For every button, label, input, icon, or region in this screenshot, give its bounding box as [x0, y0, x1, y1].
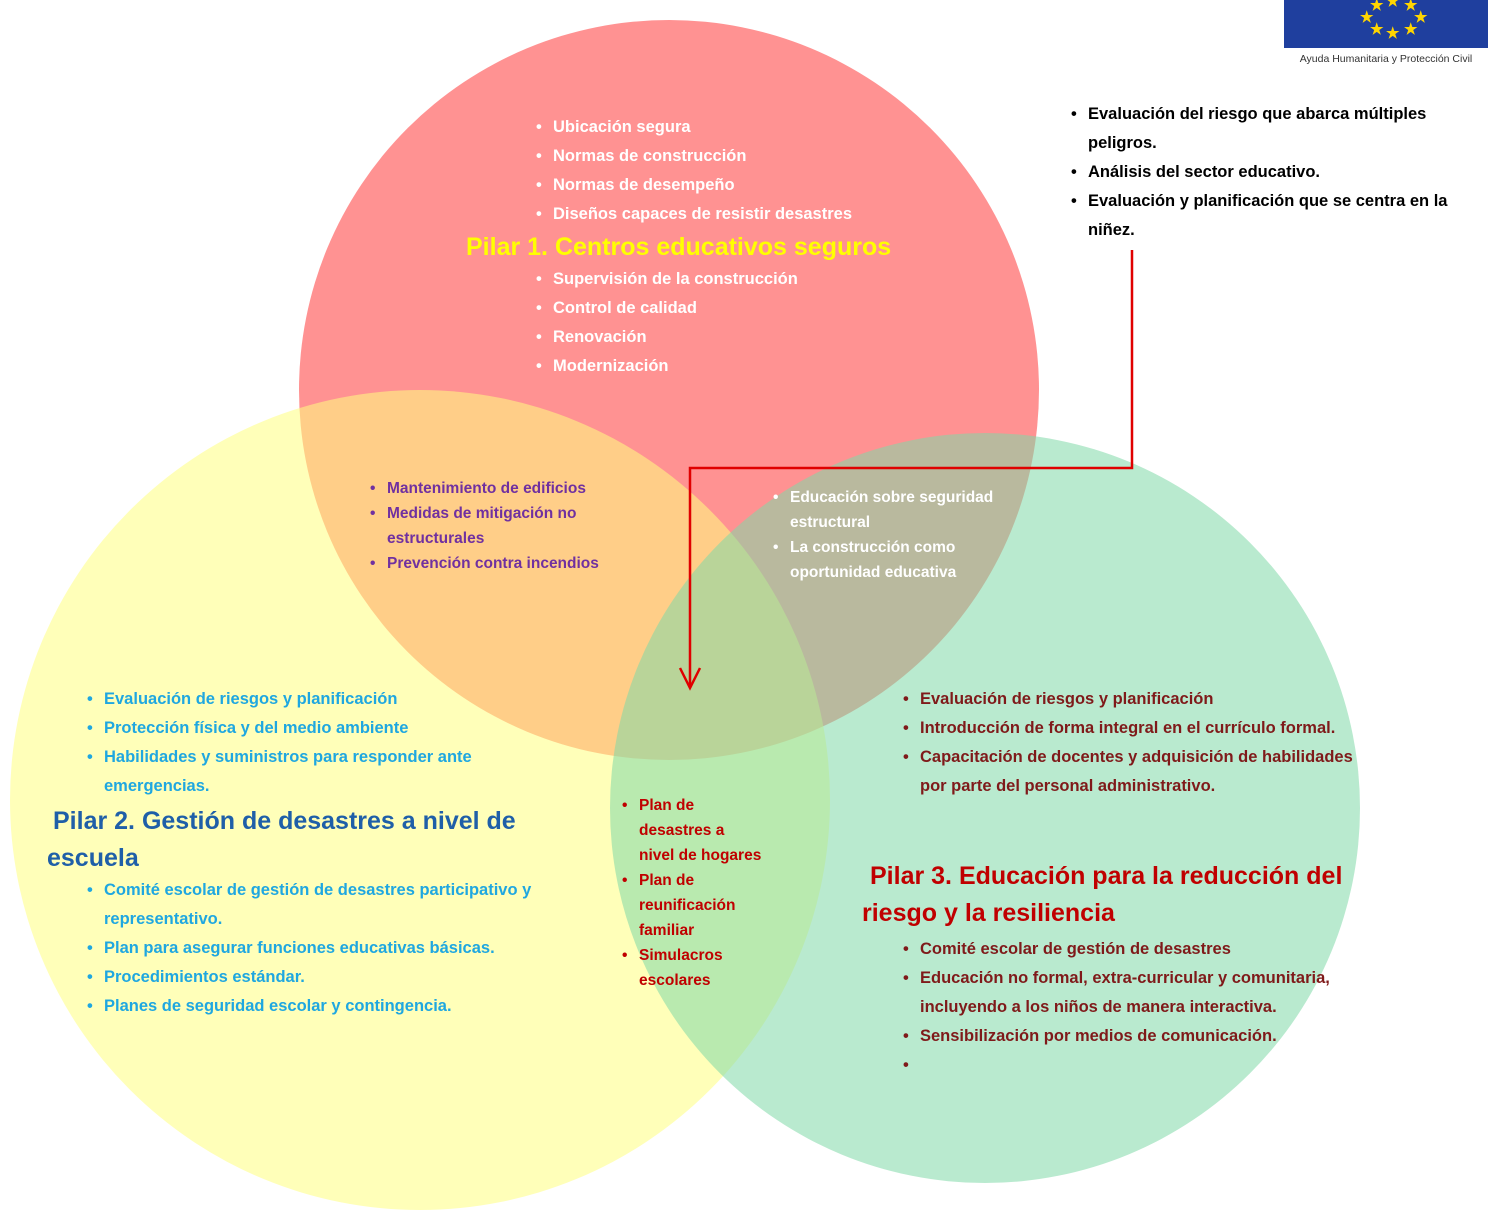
list-item: Evaluación del riesgo que abarca múltipl… — [1071, 100, 1489, 158]
eu-flag-icon: ★ ★ ★ ★ ★ ★ ★ ★ — [1284, 0, 1488, 48]
list-item: Supervisión de la construcción — [536, 265, 956, 294]
list-item: Simulacros escolares — [622, 943, 762, 993]
list-item: Plan de reunificación familiar — [622, 868, 762, 943]
list-item: Sensibilización por medios de comunicaci… — [903, 1022, 1333, 1051]
list-item: Ubicación segura — [536, 113, 956, 142]
list-item: Educación no formal, extra-curricular y … — [903, 964, 1333, 1022]
list-item: Diseños capaces de resistir desastres — [536, 200, 956, 229]
list-item: Comité escolar de gestión de desastres — [903, 935, 1333, 964]
list-item: Introducción de forma integral en el cur… — [903, 714, 1353, 743]
list-item: Medidas de mitigación no estructurales — [370, 501, 630, 551]
eu-logo: ★ ★ ★ ★ ★ ★ ★ ★ Ayuda Humanitaria y Prot… — [1284, 0, 1488, 66]
list-item: Renovación — [536, 323, 956, 352]
list-item: La construcción como oportunidad educati… — [773, 535, 998, 585]
list-item: Planes de seguridad escolar y contingenc… — [87, 992, 547, 1021]
list-item: Educación sobre seguridad estructural — [773, 485, 998, 535]
list-item: Evaluación de riesgos y planificación — [87, 685, 552, 714]
list-item: Plan para asegurar funciones educativas … — [87, 934, 547, 963]
overlap-all-list: Plan de desastres a nivel de hogares Pla… — [622, 793, 762, 993]
pillar3-title: Pilar 3. Educación para la reducción del… — [862, 862, 1343, 927]
list-item: Análisis del sector educativo. — [1071, 158, 1489, 187]
list-item: Evaluación de riesgos y planificación — [903, 685, 1353, 714]
list-item: Normas de desempeño — [536, 171, 956, 200]
pillar2-title: Pilar 2. Gestión de desastres a nivel de… — [47, 807, 516, 872]
overlap-1-3-list: Educación sobre seguridad estructural La… — [773, 485, 998, 585]
list-item: Mantenimiento de edificios — [370, 476, 630, 501]
list-item: Normas de construcción — [536, 142, 956, 171]
list-item: Protección física y del medio ambiente — [87, 714, 552, 743]
pillar3-list-top: Evaluación de riesgos y planificación In… — [903, 685, 1353, 801]
pillar1-list-bottom: Supervisión de la construcción Control d… — [536, 265, 956, 381]
pillar2-list-bottom: Comité escolar de gestión de desastres p… — [87, 876, 547, 1021]
list-item: Capacitación de docentes y adquisición d… — [903, 743, 1353, 801]
list-item: Comité escolar de gestión de desastres p… — [87, 876, 547, 934]
pillar3-list-bottom: Comité escolar de gestión de desastres E… — [903, 935, 1333, 1080]
overlap-1-2-list: Mantenimiento de edificios Medidas de mi… — [370, 476, 630, 576]
logo-caption: Ayuda Humanitaria y Protección Civil — [1299, 53, 1473, 65]
pillar2-list-top: Evaluación de riesgos y planificación Pr… — [87, 685, 552, 801]
pillar1-title: Pilar 1. Centros educativos seguros — [466, 233, 892, 261]
pillar1-list-top: Ubicación segura Normas de construcción … — [536, 113, 956, 229]
list-item: Plan de desastres a nivel de hogares — [622, 793, 762, 868]
top-right-list: Evaluación del riesgo que abarca múltipl… — [1071, 100, 1489, 245]
list-item: Prevención contra incendios — [370, 551, 630, 576]
connector-arrow-head — [678, 667, 702, 691]
list-item: Evaluación y planificación que se centra… — [1071, 187, 1489, 245]
list-item: Control de calidad — [536, 294, 956, 323]
connector-arrow-line — [688, 250, 1134, 688]
list-item: Procedimientos estándar. — [87, 963, 547, 992]
list-item: Modernización — [536, 352, 956, 381]
list-item: Habilidades y suministros para responder… — [87, 743, 552, 801]
